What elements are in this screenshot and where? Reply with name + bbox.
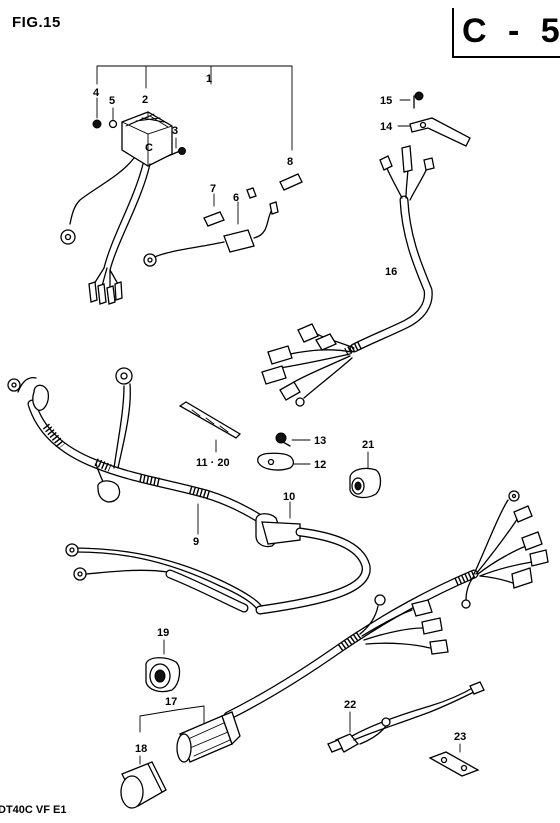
callout-17: 17 [165,696,177,708]
callout-labels: 1 2 3 4 5 6 7 8 9 10 11 · 20 12 13 14 15… [93,73,466,755]
callout-5: 5 [109,95,115,107]
callout-10: 10 [283,491,295,503]
callout-4: 4 [93,87,100,99]
tie-band-part-11-20 [178,401,242,453]
callout-13: 13 [314,435,326,447]
callout-14: 14 [380,121,393,133]
screw-part-15 [399,91,424,109]
callout-11-20: 11 · 20 [196,457,230,469]
harness-part-16 [261,145,435,407]
grommet-part-21 [349,451,382,499]
page-code-box [452,8,560,58]
group-bracket-1 [96,65,293,151]
connector-part-17 [139,705,241,763]
callout-9: 9 [193,536,199,548]
callout-3: 3 [172,125,178,137]
switch-part-22 [327,681,485,753]
callout-19: 19 [157,627,169,639]
figure-title: FIG.15 [12,14,61,31]
callout-22: 22 [344,699,356,711]
rectifier-mark: C [145,142,153,154]
callout-23: 23 [454,731,466,743]
cap-part-18 [120,755,167,809]
callout-21: 21 [362,439,374,451]
callout-1: 1 [206,73,212,85]
model-label: DT40C VF E1 [0,804,67,816]
grommet-part-19 [145,639,181,693]
callout-16: 16 [385,266,397,278]
grommet-part-10 [165,501,371,615]
rectifier-part-2: C [60,111,173,305]
fuse-part-7 [203,193,225,227]
screw-part-13 [275,432,311,447]
callout-7: 7 [210,183,216,195]
clamp-part-12 [257,452,311,471]
callout-6: 6 [233,192,239,204]
page-code: C - 5 [462,12,560,50]
nut-part-4 [92,97,102,129]
screw-part-3 [167,137,186,157]
callout-18: 18 [135,743,147,755]
callout-15: 15 [380,95,392,107]
callout-8: 8 [287,156,293,168]
plate-part-23 [428,743,480,777]
clamp-part-14 [397,117,471,147]
fuse-holder-part-6 [143,187,279,267]
sleeve-part-8 [279,173,303,191]
washer-part-5 [108,107,118,129]
callout-2: 2 [142,94,148,106]
callout-12: 12 [314,459,326,471]
harness-trunk-lower [223,490,549,721]
harness-part-9 [7,367,267,613]
